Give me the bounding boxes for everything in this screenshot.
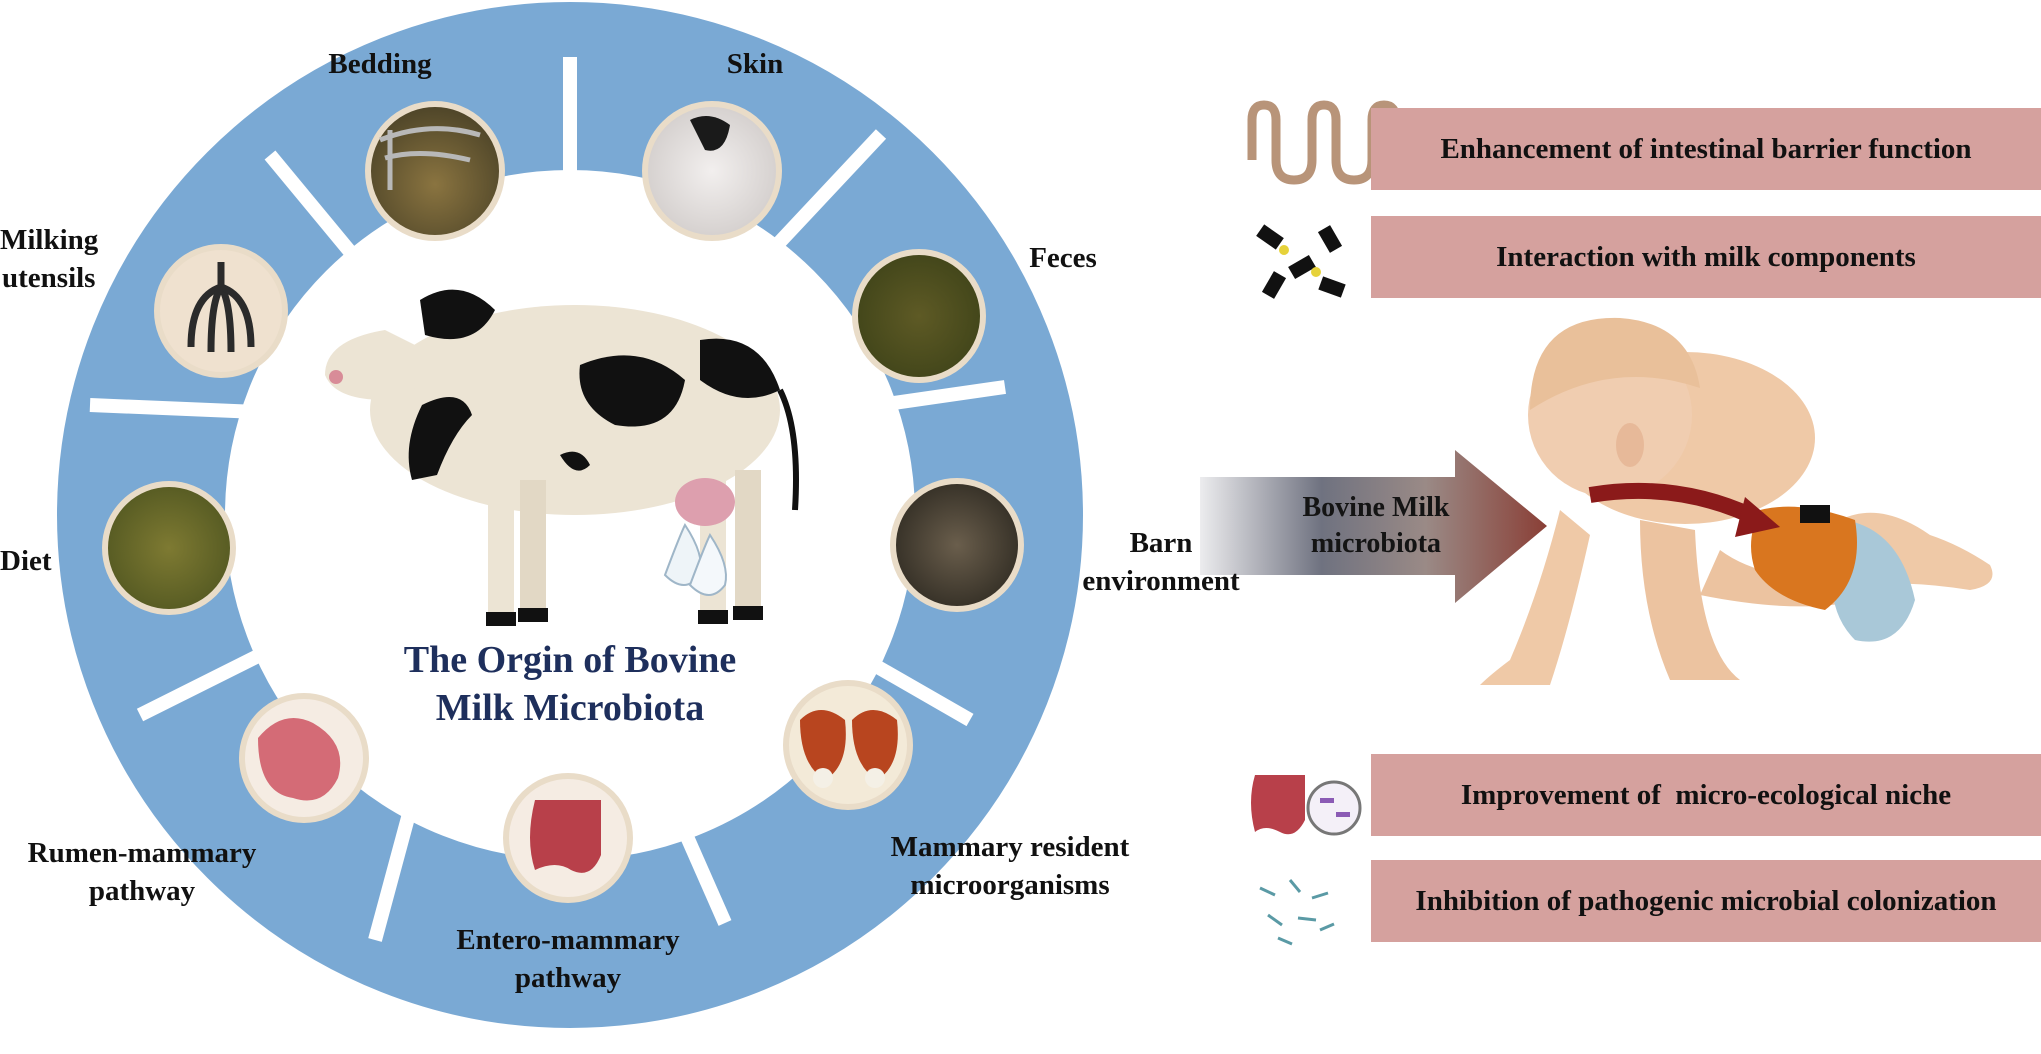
label-milking-line1: Milking [0,224,99,256]
milking-claw [187,262,255,353]
effect-label-milk-components: Interaction with milk components [1496,240,1916,273]
label-milking-line2: utensils [2,262,96,294]
effect-box-pathogen: Inhibition of pathogenic microbial colon… [1371,860,2041,942]
arrow-label: Bovine Milk microbiota [1276,490,1476,562]
barn-image [890,478,1024,612]
arrow-label-line2: microbiota [1310,528,1442,559]
skin-image [642,101,782,241]
bedding-rails [379,126,481,190]
label-skin: Skin [726,48,784,80]
effect-box-milk-components: Interaction with milk components [1371,216,2041,298]
diagram-title-line2: Milk Microbiota [435,687,705,729]
label-entero-line1: Entero-mammary [456,924,680,956]
milk-components-icon [1256,224,1346,299]
label-mammary-line1: Mammary resident [890,831,1130,863]
diet-image [102,481,236,615]
feces-image [852,249,986,383]
rumen-drawing [258,718,341,801]
mammary-gland-drawing [800,710,898,788]
effect-label-pathogen: Inhibition of pathogenic microbial colon… [1415,884,1997,917]
effect-box-barrier: Enhancement of intestinal barrier functi… [1371,108,2041,190]
label-barn-line1: Barn [1129,527,1193,559]
label-feces: Feces [1029,242,1097,274]
arrow-label-line1: Bovine Milk [1302,492,1450,523]
effect-box-niche: Improvement of micro-ecological niche [1371,754,2041,836]
infant-illustration [1480,317,1993,685]
effect-label-barrier: Enhancement of intestinal barrier functi… [1440,132,1972,165]
transfer-arrow [1200,450,1547,603]
cow-illustration [325,289,799,626]
label-diet: Diet [0,545,52,577]
label-rumen-line1: Rumen-mammary [27,837,257,869]
label-bedding: Bedding [328,48,432,80]
diagram-title: The Orgin of Bovine Milk Microbiota [340,636,800,732]
gut-microbe-icon [1251,775,1362,836]
bacteria-icon [1259,879,1335,946]
intestine-drawing [530,800,601,873]
effect-label-niche: Improvement of micro-ecological niche [1460,778,1952,811]
label-entero-line2: pathway [514,962,622,994]
label-rumen-line2: pathway [88,875,196,907]
bedding-image [365,101,505,241]
diagram-title-line1: The Orgin of Bovine [403,639,737,681]
label-mammary-line2: microorganisms [910,869,1110,901]
skin-spot [690,116,730,151]
label-barn-line2: environment [1082,565,1240,597]
